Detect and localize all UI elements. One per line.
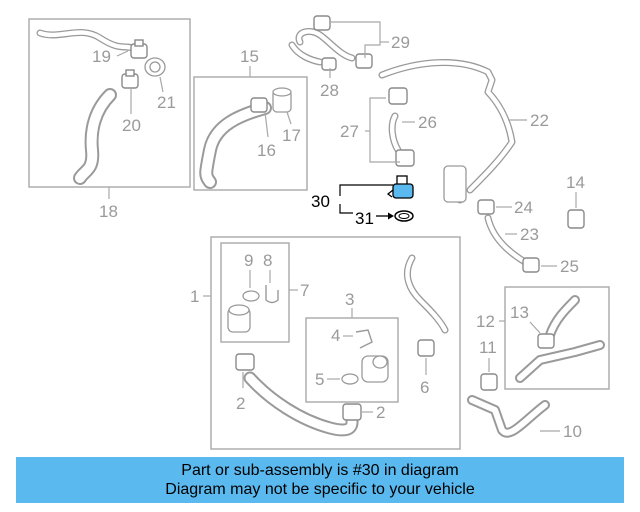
callout-17[interactable]: 17 bbox=[282, 126, 301, 145]
hose-box1-right bbox=[404, 254, 449, 357]
hose-26-bracket bbox=[388, 87, 415, 167]
pipe-22 bbox=[378, 59, 516, 204]
callout-2b[interactable]: 2 bbox=[376, 403, 385, 422]
clamp-16 bbox=[250, 97, 268, 113]
callout-22[interactable]: 22 bbox=[530, 111, 549, 130]
pipe-28-29 bbox=[288, 15, 373, 71]
clamp-14 bbox=[567, 209, 585, 229]
clip-4 bbox=[355, 329, 373, 349]
group-box-12 bbox=[504, 286, 610, 390]
callout-18[interactable]: 18 bbox=[99, 202, 118, 221]
callout-27[interactable]: 27 bbox=[340, 122, 359, 141]
hose-15 bbox=[199, 101, 272, 189]
group-box-7 bbox=[220, 242, 290, 343]
callout-29[interactable]: 29 bbox=[391, 33, 410, 52]
clamp-11 bbox=[480, 373, 498, 391]
hose-box1-lower bbox=[235, 353, 362, 437]
callout-13[interactable]: 13 bbox=[510, 303, 529, 322]
callout-11[interactable]: 11 bbox=[479, 338, 497, 357]
banner-line-1: Part or sub-assembly is #30 in diagram bbox=[181, 462, 459, 479]
cap-21 bbox=[144, 57, 166, 77]
callout-8[interactable]: 8 bbox=[263, 251, 272, 270]
oring-9 bbox=[242, 290, 260, 302]
callout-3[interactable]: 3 bbox=[345, 290, 354, 309]
part-31-oring bbox=[394, 210, 414, 222]
callout-19[interactable]: 19 bbox=[92, 47, 111, 66]
callout-5[interactable]: 5 bbox=[315, 370, 324, 389]
hose-23 bbox=[477, 199, 540, 273]
callout-26[interactable]: 26 bbox=[418, 113, 437, 132]
callout-7[interactable]: 7 bbox=[300, 281, 309, 300]
callout-1[interactable]: 1 bbox=[190, 287, 199, 306]
callout-12[interactable]: 12 bbox=[476, 312, 495, 331]
callout-14[interactable]: 14 bbox=[566, 173, 585, 192]
callout-20[interactable]: 20 bbox=[122, 116, 141, 135]
callout-15[interactable]: 15 bbox=[240, 47, 259, 66]
callout-30[interactable]: 30 bbox=[311, 192, 330, 211]
hose-10 bbox=[467, 395, 550, 438]
callout-2a[interactable]: 2 bbox=[236, 394, 245, 413]
callout-23[interactable]: 23 bbox=[520, 225, 539, 244]
housing-3 bbox=[361, 355, 389, 383]
callout-9[interactable]: 9 bbox=[244, 251, 253, 270]
callout-25[interactable]: 25 bbox=[560, 257, 579, 276]
group-box-1 bbox=[210, 236, 461, 450]
banner-line-2: Diagram may not be specific to your vehi… bbox=[165, 481, 475, 498]
callout-10[interactable]: 10 bbox=[563, 422, 582, 441]
callout-21[interactable]: 21 bbox=[157, 93, 176, 112]
callout-16[interactable]: 16 bbox=[257, 141, 276, 160]
callout-6[interactable]: 6 bbox=[420, 378, 429, 397]
callout-31[interactable]: 31 bbox=[355, 209, 374, 228]
fitting-7 bbox=[227, 304, 251, 333]
callout-28[interactable]: 28 bbox=[320, 81, 339, 100]
pipe-12 bbox=[515, 295, 605, 383]
part-30-highlight[interactable] bbox=[386, 175, 414, 199]
clip-8 bbox=[265, 285, 279, 304]
oring-5 bbox=[341, 373, 359, 385]
info-banner: Part or sub-assembly is #30 in diagram D… bbox=[16, 457, 624, 503]
callout-4[interactable]: 4 bbox=[331, 326, 340, 345]
callout-24[interactable]: 24 bbox=[514, 198, 533, 217]
connector-17 bbox=[272, 87, 292, 113]
hose-upper-left bbox=[36, 28, 136, 185]
clamp-20 bbox=[121, 69, 139, 89]
clamp-19 bbox=[130, 39, 148, 59]
